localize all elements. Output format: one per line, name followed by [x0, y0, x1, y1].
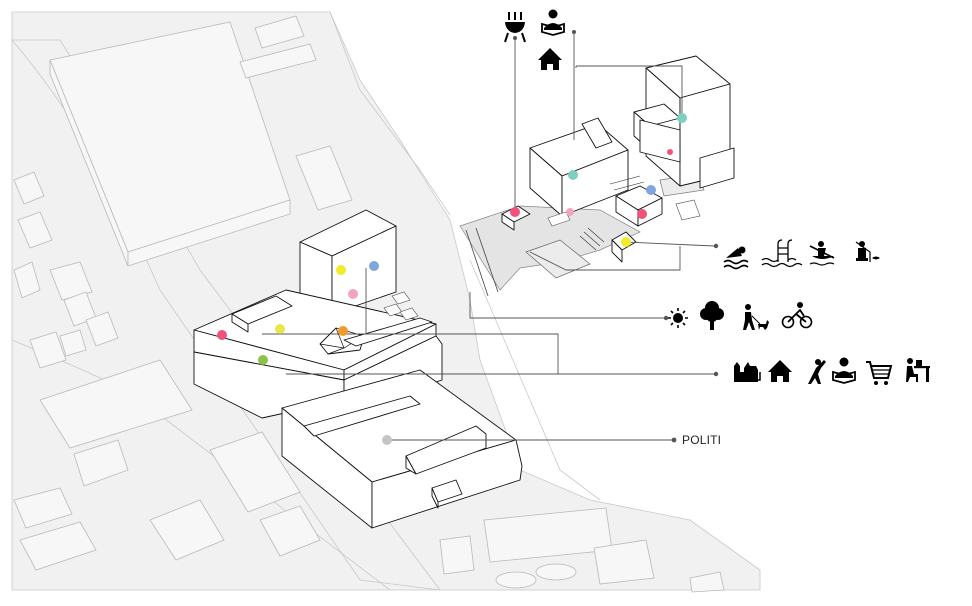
marker-blue — [646, 185, 656, 195]
leader-lines — [262, 30, 719, 443]
context-buildings — [13, 15, 725, 593]
house-icon — [768, 360, 792, 382]
markers — [217, 113, 687, 445]
shopping-cart-icon — [866, 361, 893, 385]
dog-walker-icon — [743, 304, 769, 330]
desk-worker-icon — [906, 358, 930, 382]
stretching-person-icon — [808, 359, 826, 384]
pool-ladder-icon — [761, 239, 803, 268]
cat-dog-icon — [734, 362, 761, 382]
marker-pink — [667, 149, 673, 155]
marker-grey — [382, 435, 392, 445]
sun-icon — [668, 308, 688, 328]
marker-green — [258, 355, 268, 365]
marker-orange — [338, 326, 348, 336]
marker-yellow — [336, 265, 346, 275]
marker-light-pink — [566, 208, 574, 216]
marker-yellow — [275, 324, 285, 334]
fishing-icon — [855, 241, 880, 262]
marker-blue — [369, 261, 379, 271]
marker-light-pink — [348, 289, 358, 299]
reading-person-icon — [541, 9, 565, 36]
marker-pink — [637, 209, 647, 219]
house-icon — [538, 48, 562, 70]
marker-pink — [510, 207, 520, 217]
police-label: POLITI — [682, 433, 722, 447]
swimmer-icon — [723, 246, 749, 270]
marker-pink — [217, 330, 227, 340]
marker-yellow — [621, 237, 631, 247]
cyclist-icon — [781, 302, 813, 329]
marker-teal — [677, 113, 687, 123]
tree-icon — [700, 301, 724, 330]
right-buildings — [501, 55, 735, 263]
reading-person-icon — [832, 357, 856, 384]
canoe-icon — [809, 241, 835, 266]
waterfront-deck — [459, 173, 705, 297]
barbecue-icon — [504, 12, 526, 43]
marker-teal — [568, 170, 578, 180]
